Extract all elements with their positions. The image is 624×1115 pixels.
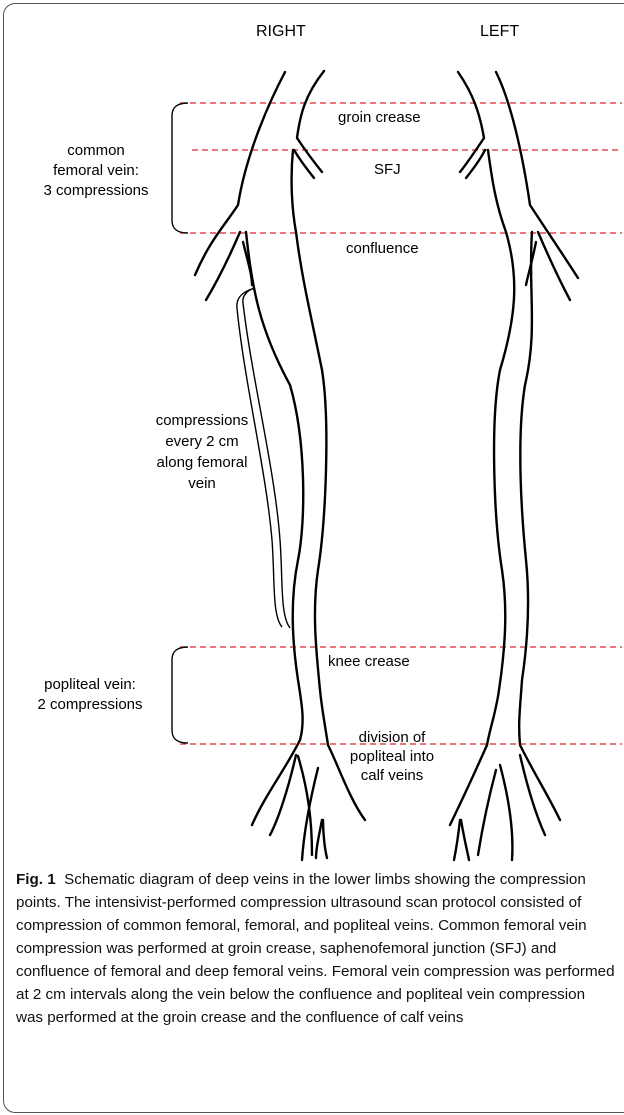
confluence-label: confluence	[346, 239, 419, 259]
left-femoral-vein-right-wall	[519, 232, 560, 820]
left-femoral-vein-left-wall	[487, 150, 514, 745]
common-femoral-label: common femoral vein: 3 compressions	[28, 141, 164, 201]
left-limb-veins	[450, 72, 578, 860]
left-side-label: LEFT	[480, 22, 519, 42]
femoral-line-2: every 2 cm	[140, 431, 264, 452]
right-calf-vein-branch	[270, 755, 296, 835]
popliteal-label: popliteal vein: 2 compressions	[20, 675, 160, 715]
popliteal-line-2: 2 compressions	[20, 695, 160, 715]
knee-crease-label: knee crease	[328, 652, 410, 672]
left-calf-vein-branch	[450, 745, 487, 825]
right-femoral-vein-right-wall	[292, 150, 328, 745]
common-femoral-line-2: femoral vein:	[28, 161, 164, 181]
femoral-label: compressions every 2 cm along femoral ve…	[140, 410, 264, 494]
caption-label: Fig. 1	[16, 871, 56, 888]
groin-crease-label: groin crease	[338, 108, 421, 128]
right-femoral-vein-left-wall	[246, 232, 303, 825]
femoral-line-1: compressions	[140, 410, 264, 431]
common-femoral-bracket	[172, 103, 188, 233]
right-side-label: RIGHT	[256, 22, 306, 42]
figure-caption: Fig. 1 Schematic diagram of deep veins i…	[16, 868, 616, 1029]
caption-text: Schematic diagram of deep veins in the l…	[16, 871, 615, 1026]
common-femoral-line-1: common	[28, 141, 164, 161]
popliteal-bracket	[172, 647, 188, 743]
femoral-line-4: vein	[140, 473, 264, 494]
division-line-2: popliteal into	[332, 747, 452, 766]
vein-diagram	[0, 0, 624, 865]
common-femoral-line-3: 3 compressions	[28, 181, 164, 201]
femoral-line-3: along femoral	[140, 452, 264, 473]
popliteal-line-1: popliteal vein:	[20, 675, 160, 695]
division-line-3: calf veins	[332, 766, 452, 785]
sfj-label: SFJ	[374, 160, 401, 180]
division-label: division of popliteal into calf veins	[332, 728, 452, 785]
division-line-1: division of	[332, 728, 452, 747]
right-great-saphenous	[297, 71, 324, 172]
